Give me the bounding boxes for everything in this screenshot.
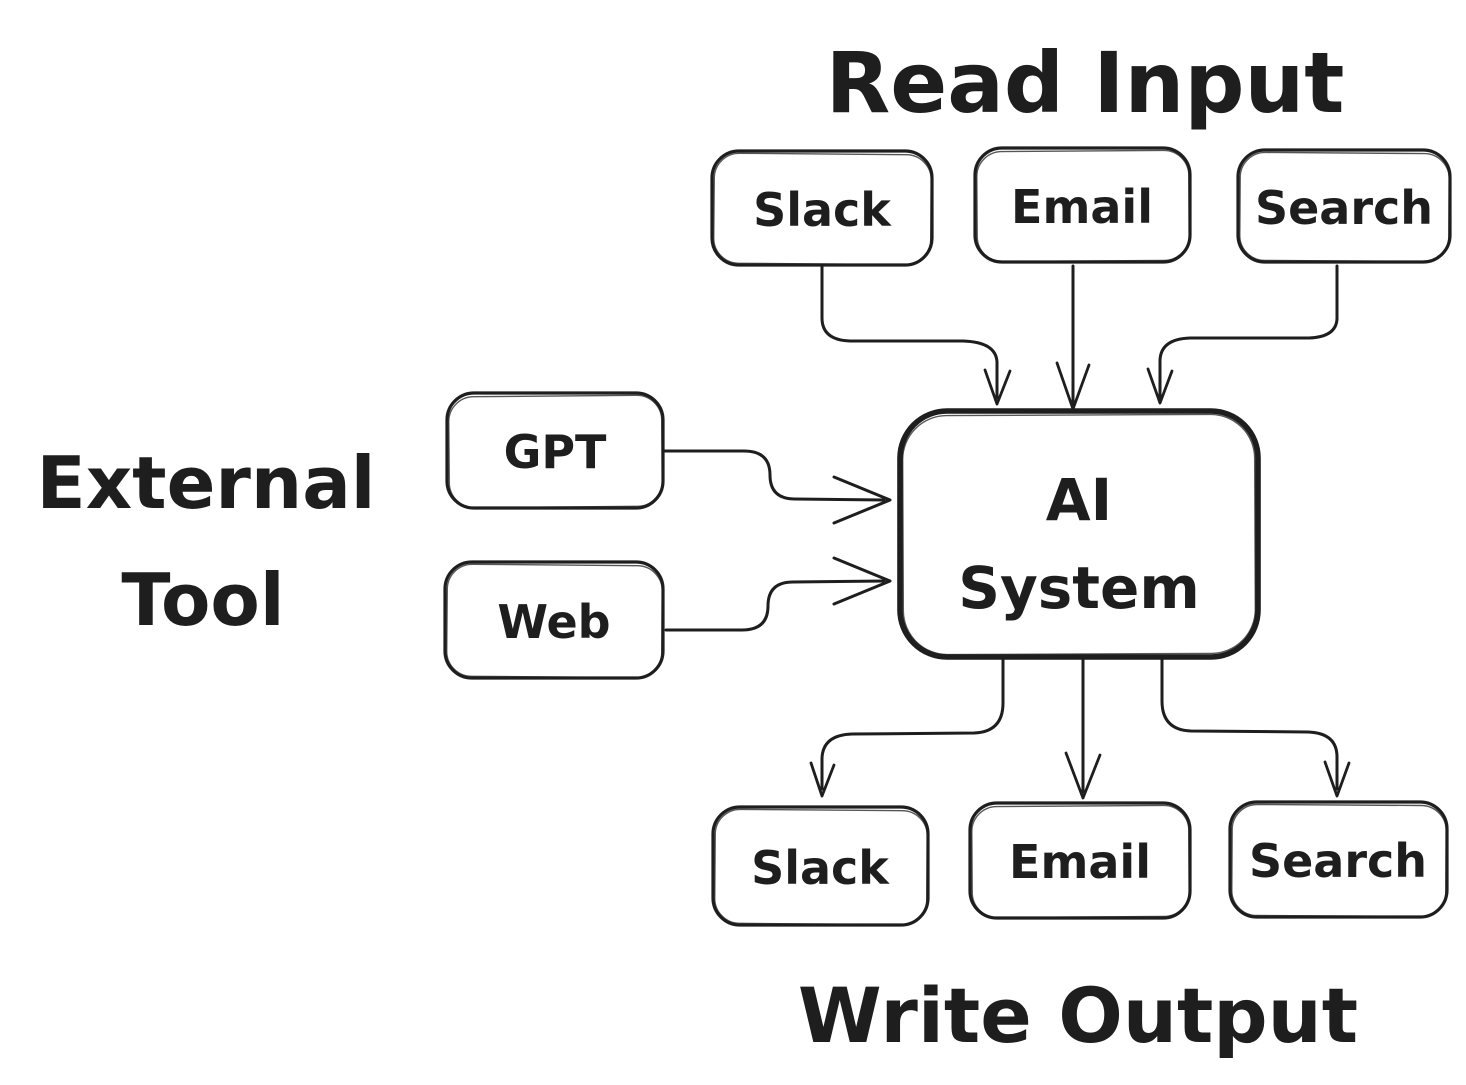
arrow-web-to-ai	[664, 556, 892, 632]
arrow-slack-to-ai	[820, 265, 1012, 406]
arrow-email-to-ai-head	[1055, 361, 1091, 411]
arrow-slack-to-ai-head	[983, 368, 1012, 406]
external-node-gpt: GPT	[445, 391, 665, 510]
output-node-email-box-sketch	[971, 804, 1190, 919]
input-node-slack: Slack	[710, 149, 934, 267]
output-node-slack-box-sketch	[714, 808, 928, 926]
external-tool-label-line2: Tool	[121, 558, 284, 642]
input-node-email-box-sketch	[976, 149, 1190, 263]
external-node-web-box	[443, 560, 665, 680]
input-node-slack-box	[710, 149, 934, 267]
arrow-email-to-ai	[1055, 264, 1091, 411]
external-node-web-box-sketch	[446, 563, 663, 679]
read-input-title: Read Input	[826, 34, 1345, 132]
input-node-search: Search	[1236, 148, 1452, 264]
input-node-email-box	[973, 146, 1192, 264]
arrow-web-to-ai-head	[832, 556, 892, 606]
center-node-label-line2: System	[958, 554, 1200, 622]
arrow-search-to-ai	[1146, 264, 1339, 405]
arrow-search-to-ai-line	[1158, 264, 1339, 400]
input-node-slack-box-sketch	[713, 152, 932, 266]
arrow-gpt-to-ai	[662, 449, 892, 525]
center-node-box	[897, 408, 1261, 660]
output-node-search: Search	[1228, 800, 1449, 919]
arrow-ai-to-search	[1160, 657, 1351, 798]
external-node-gpt-box-sketch	[448, 394, 663, 509]
output-node-search-box-sketch	[1231, 803, 1447, 918]
arrow-ai-to-slack-head	[809, 761, 836, 798]
input-node-email-label: Email	[1011, 180, 1153, 234]
center-node-label-line1: AI	[1046, 466, 1112, 534]
external-node-web: Web	[443, 560, 665, 680]
arrow-ai-to-email	[1064, 657, 1102, 800]
arrow-ai-to-email-head	[1064, 751, 1102, 800]
arrow-slack-to-ai-line	[820, 265, 999, 400]
output-node-search-label: Search	[1249, 834, 1427, 888]
arrow-ai-to-slack-line	[820, 657, 1005, 791]
output-node-email-label: Email	[1009, 835, 1151, 889]
center-node-ai-system: AI System	[897, 408, 1261, 660]
arrow-web-to-ai-line	[664, 579, 886, 632]
external-node-web-label: Web	[497, 595, 610, 649]
arrow-ai-to-search-line	[1160, 657, 1339, 791]
output-node-email-box	[968, 801, 1192, 920]
arrow-ai-to-slack	[809, 657, 1005, 798]
input-node-search-box-sketch	[1239, 151, 1450, 263]
arrow-gpt-to-ai-line	[662, 449, 886, 502]
output-node-slack-label: Slack	[751, 841, 890, 895]
input-node-email: Email	[973, 146, 1192, 264]
arrow-gpt-to-ai-head	[832, 475, 892, 525]
output-node-search-box	[1228, 800, 1449, 919]
input-node-search-box	[1236, 148, 1452, 264]
arrow-ai-to-search-head	[1323, 760, 1351, 798]
output-node-slack-box	[711, 805, 930, 927]
output-node-slack: Slack	[711, 805, 930, 927]
external-tool-label-line1: External	[37, 441, 376, 525]
arrow-search-to-ai-head	[1146, 367, 1174, 405]
input-node-search-label: Search	[1255, 181, 1433, 235]
external-node-gpt-label: GPT	[504, 425, 607, 479]
center-node-box-sketch	[901, 413, 1257, 656]
write-output-title: Write Output	[798, 971, 1358, 1060]
input-node-slack-label: Slack	[753, 183, 892, 237]
output-node-email: Email	[968, 801, 1192, 920]
